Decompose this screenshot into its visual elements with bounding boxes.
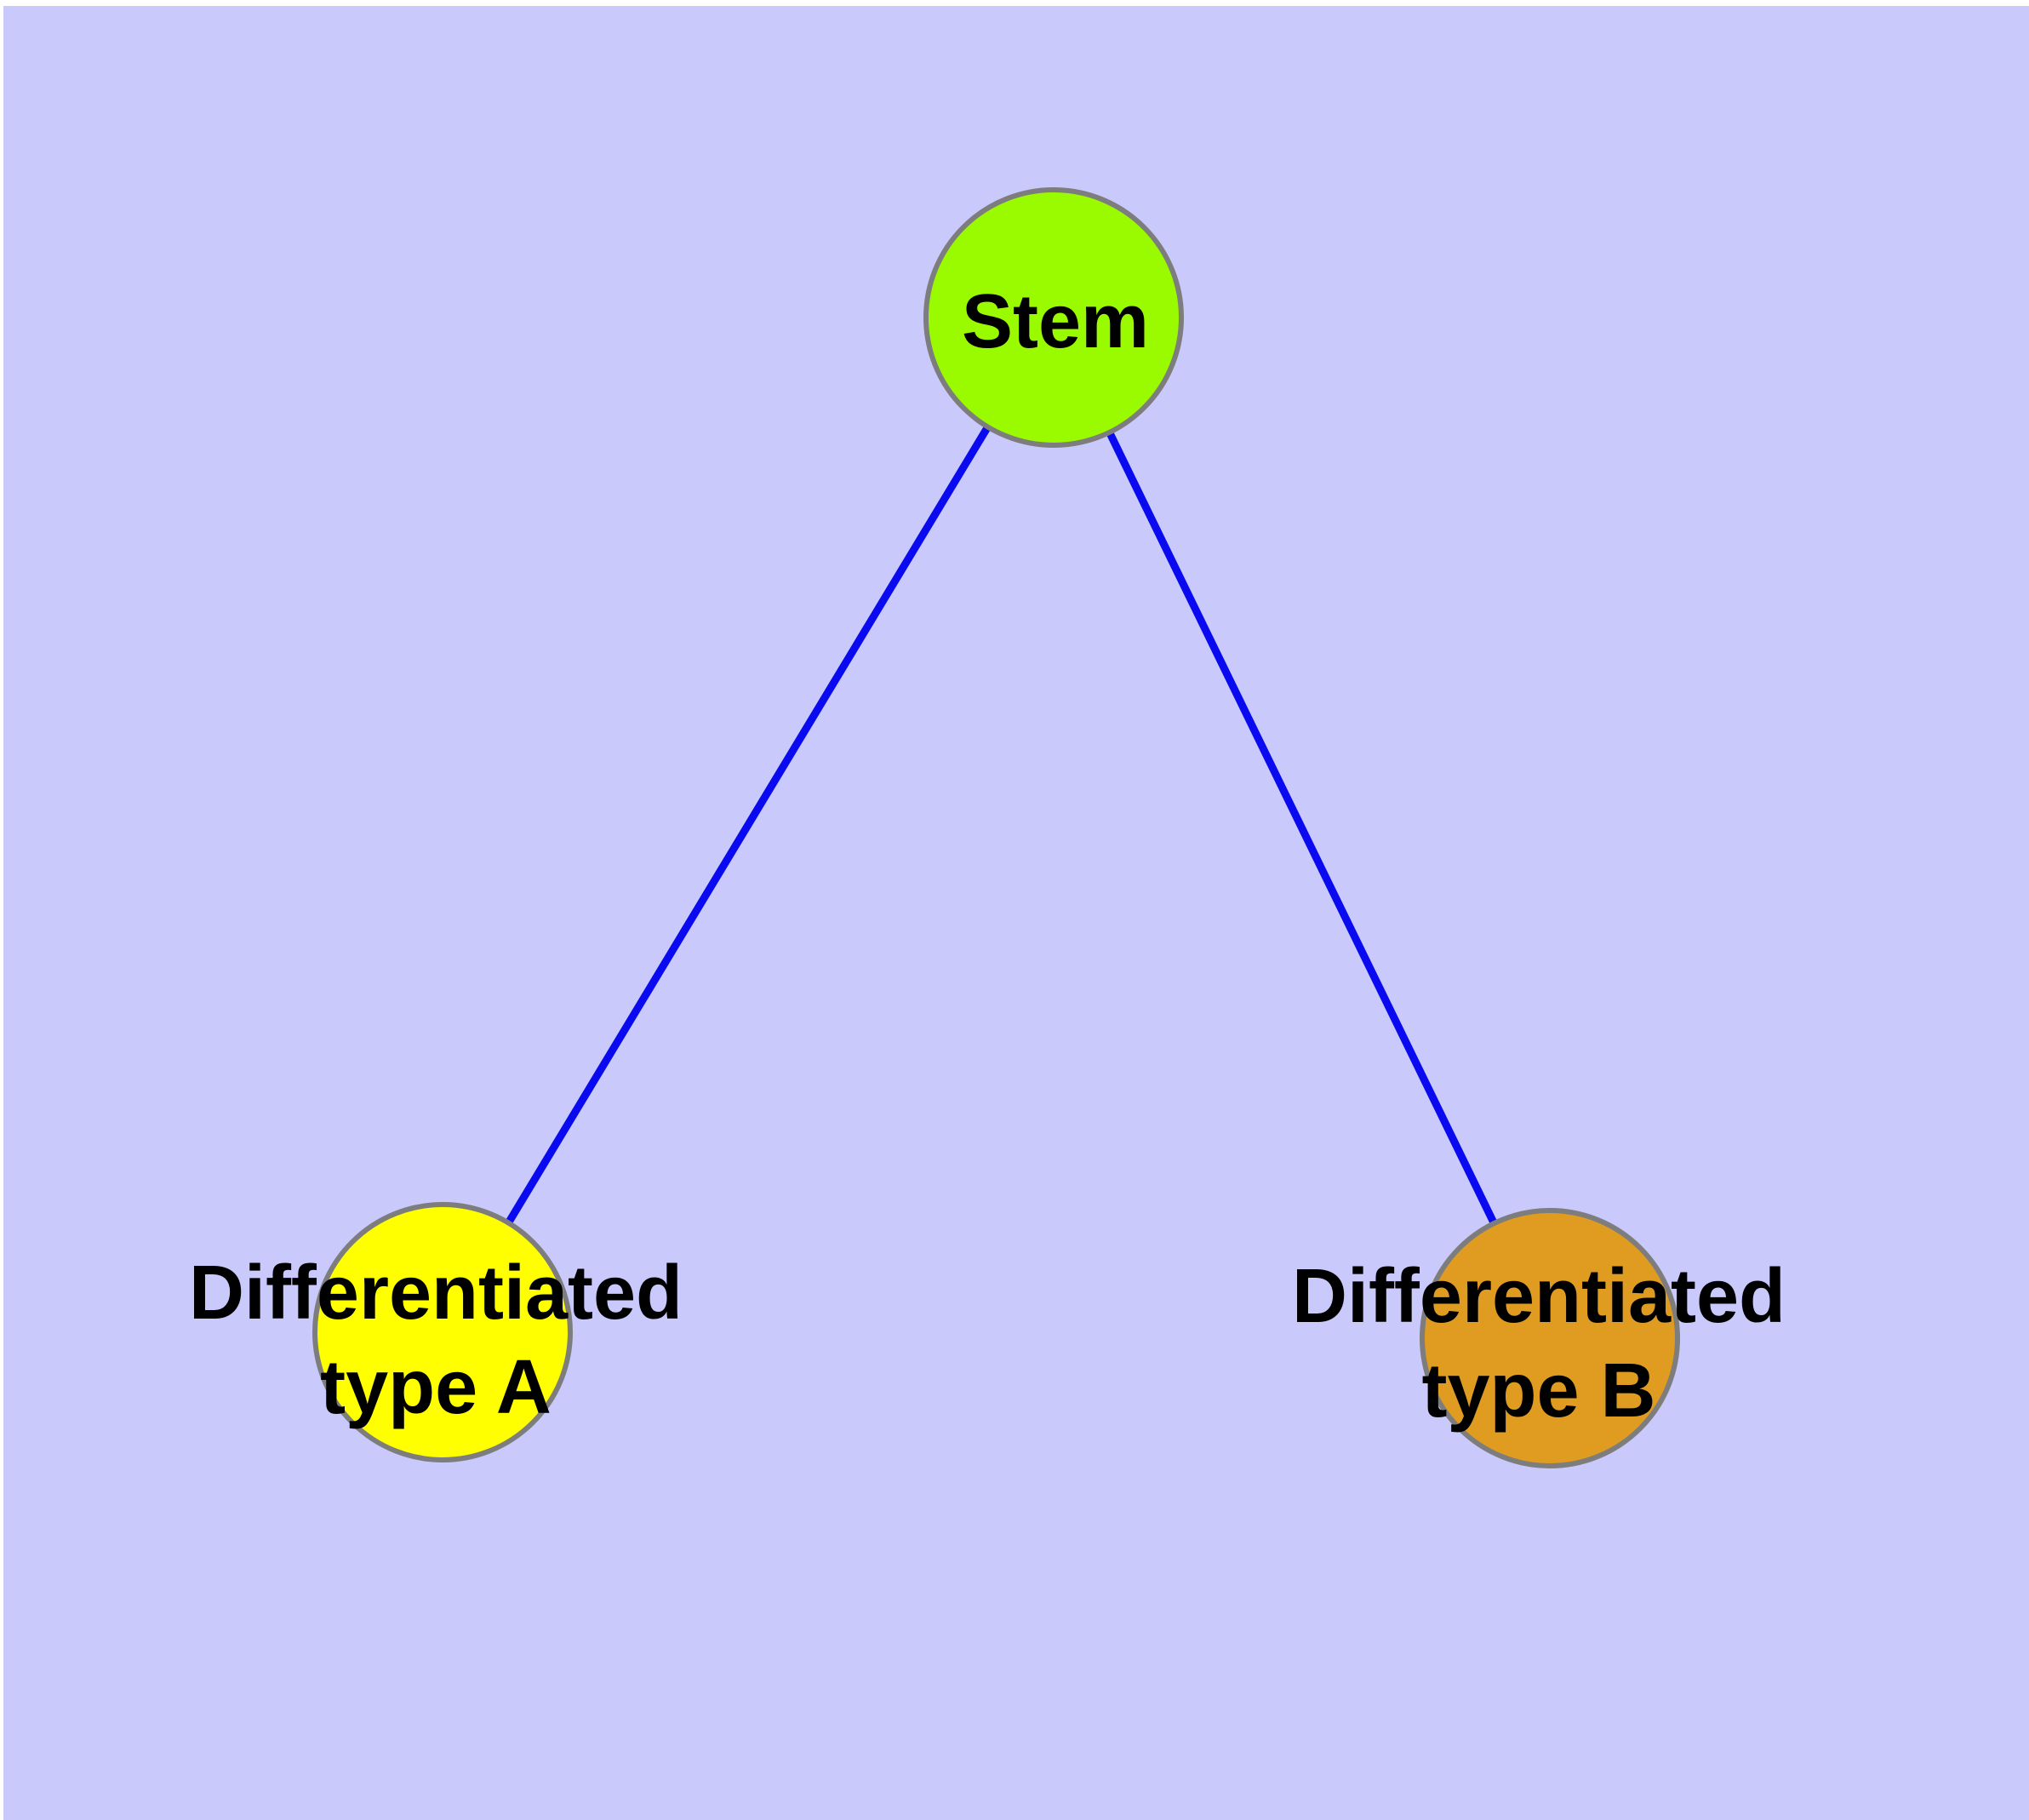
node-type-b-label-line1: Differentiated [1292,1254,1786,1339]
node-stem-circle [923,187,1184,448]
node-type-a-label-line1: Differentiated [189,1251,683,1336]
node-type-b-circle [1420,1208,1680,1468]
node-type-b-label-line2: type B [1421,1348,1655,1434]
edge-stem-to-type-b [1049,316,1554,1340]
node-type-a-circle [312,1202,573,1462]
node-stem-label: Stem [962,279,1149,364]
edge-stem-to-type-a [439,315,1057,1335]
node-type-a-label-line2: type A [320,1345,552,1430]
